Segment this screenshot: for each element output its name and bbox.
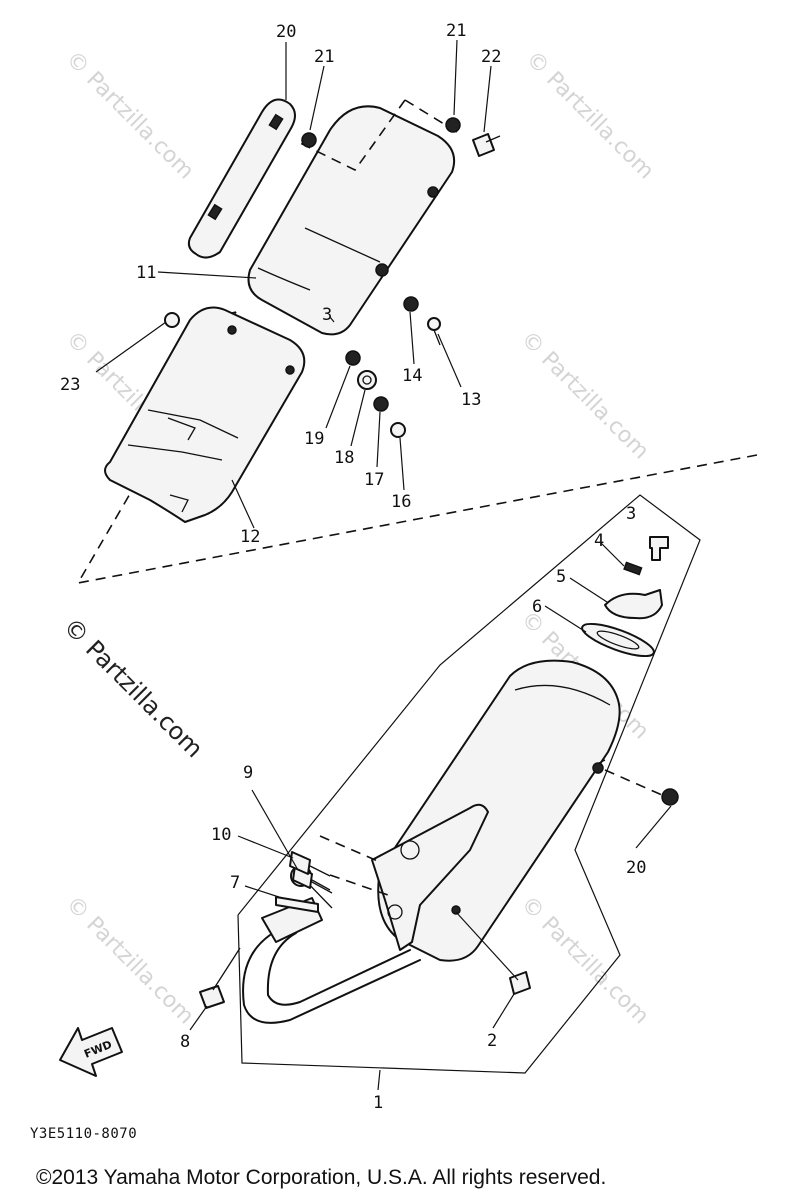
- diagram-reference-code: Y3E5110-8070: [30, 1126, 138, 1142]
- callout-10: 10: [211, 825, 231, 845]
- part-15-screw: [390, 422, 406, 438]
- part-17-washer: [357, 370, 377, 390]
- part-10-bolt: [289, 851, 331, 877]
- callout-leaders: [95, 39, 672, 1091]
- callout-3: 3: [322, 305, 332, 325]
- muffler-tail-parts: [581, 536, 669, 658]
- lower-fasteners: [199, 769, 679, 1009]
- bolt-path: [319, 835, 381, 863]
- callout-21: 21: [314, 47, 334, 67]
- callout-22: 22: [481, 47, 501, 67]
- callout-23: 23: [60, 375, 80, 395]
- part-14-collar: [403, 296, 419, 312]
- part-21-nut-right: [445, 117, 461, 133]
- watermark: © Partzilla.com: [521, 47, 659, 185]
- part-8-bolt: [199, 947, 241, 1009]
- callout-11: 11: [136, 263, 156, 283]
- part-12-cover: [104, 306, 306, 523]
- callout-19: 20: [626, 858, 646, 878]
- bolt-path: [329, 874, 389, 896]
- callout-4: 4: [594, 531, 604, 551]
- watermark: © Partzilla.com: [516, 327, 654, 465]
- callout-9: 9: [243, 763, 253, 783]
- callout-15: 16: [391, 492, 411, 512]
- part-19-nut: [604, 769, 679, 806]
- copyright-notice: ©2013 Yamaha Motor Corporation, U.S.A. A…: [36, 1166, 607, 1189]
- part-4-washer: [623, 561, 643, 576]
- part-23-cap: [164, 312, 180, 328]
- callout-20: 20: [276, 22, 296, 42]
- part-20-guard: [187, 98, 296, 259]
- fwd-arrow-icon: FWD: [59, 1027, 123, 1077]
- part-16-collar: [373, 396, 389, 412]
- callout-18: 19: [304, 429, 324, 449]
- callout-16: 17: [364, 470, 384, 490]
- callout-labels: 20 21 21 22 11 23 3 14 13 19 18 17 16 12…: [60, 21, 646, 1113]
- part-11-protector: [247, 99, 463, 336]
- part-7-gasket: [275, 896, 319, 913]
- part-3-bolt-lower: [649, 536, 669, 561]
- upper-fasteners: [164, 117, 501, 438]
- watermark: © Partzilla.com: [516, 892, 654, 1030]
- callout-7: 7: [230, 873, 240, 893]
- part-1-muffler: [237, 494, 701, 1074]
- part-2-bolt: [455, 911, 531, 995]
- callout-14: 14: [402, 366, 422, 386]
- callout-1: 1: [373, 1093, 383, 1113]
- callout-13: 13: [461, 390, 481, 410]
- watermark: © Partzilla.com: [61, 47, 199, 185]
- callout-3: 3: [626, 504, 636, 524]
- part-5-end-cap: [604, 589, 663, 620]
- part-18-nut: [345, 350, 361, 366]
- part-21-nut-left: [301, 132, 317, 148]
- callout-5: 5: [556, 567, 566, 587]
- callout-6: 6: [532, 597, 542, 617]
- callout-2: 2: [487, 1031, 497, 1051]
- watermark: © Partzilla.com: [61, 892, 199, 1030]
- watermark-prominent: © Partzilla.com: [58, 612, 209, 763]
- callout-12: 12: [240, 527, 260, 547]
- callout-21: 21: [446, 21, 466, 41]
- part-22-bolt: [472, 133, 501, 157]
- callout-17: 18: [334, 448, 354, 468]
- part-13-screw: [427, 317, 441, 346]
- part-6-gasket: [581, 622, 655, 658]
- callout-8: 8: [180, 1032, 190, 1052]
